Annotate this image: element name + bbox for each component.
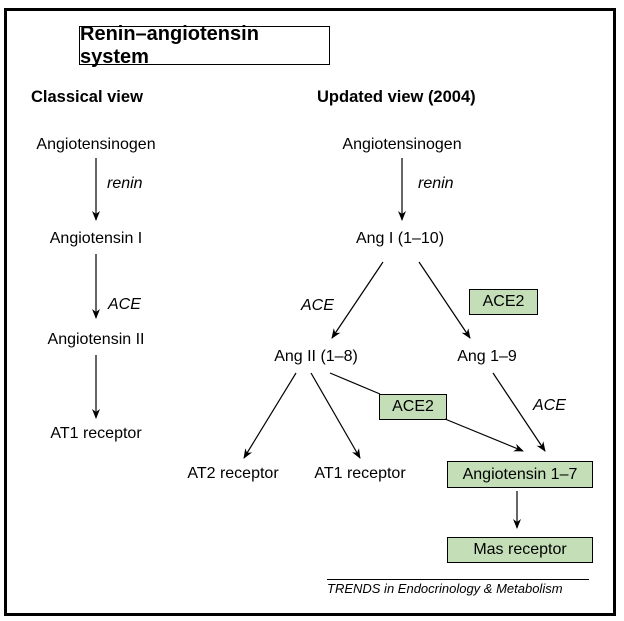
arrow-ang2-to-at1 [310, 372, 361, 459]
arrow-ang19-to-ang17 [492, 372, 546, 452]
line-ang2-to-ace2 [329, 372, 381, 395]
angiotensin-1-7-box: Angiotensin 1–7 [447, 461, 593, 488]
updated-enzyme-ace-right: ACE [533, 397, 566, 414]
updated-ang-ii: Ang II (1–8) [274, 348, 358, 365]
classical-angiotensin-i: Angiotensin I [49, 230, 143, 247]
figure-title: Renin–angiotensin system [79, 23, 330, 68]
updated-at1-receptor: AT1 receptor [314, 465, 406, 482]
source-credit: TRENDS in Endocrinology & Metabolism [327, 581, 563, 596]
updated-ang-1-9: Ang 1–9 [457, 348, 517, 365]
updated-at2-receptor: AT2 receptor [187, 465, 279, 482]
updated-enzyme-ace-left: ACE [301, 297, 334, 314]
classical-at1-receptor: AT1 receptor [50, 425, 142, 442]
updated-angiotensinogen: Angiotensinogen [342, 136, 462, 153]
classical-view-heading: Classical view [31, 88, 143, 106]
arrow-ang1-to-ang2 [331, 261, 384, 339]
arrow-ace2-to-ang17 [444, 418, 524, 452]
ace2-box-middle: ACE2 [379, 394, 447, 420]
updated-view-heading: Updated view (2004) [317, 88, 476, 106]
arrow-ang1-to-ang19 [418, 261, 471, 339]
classical-enzyme-ace: ACE [108, 296, 141, 313]
arrow-ang2-to-at2 [243, 372, 297, 459]
mas-receptor-box: Mas receptor [447, 537, 593, 563]
updated-enzyme-renin: renin [418, 175, 454, 192]
classical-enzyme-renin: renin [107, 175, 143, 192]
classical-angiotensinogen: Angiotensinogen [36, 136, 156, 153]
ace2-box-top: ACE2 [469, 289, 538, 315]
updated-ang-i: Ang I (1–10) [355, 230, 445, 247]
source-rule [327, 579, 589, 580]
figure-frame [4, 8, 616, 616]
classical-angiotensin-ii: Angiotensin II [47, 331, 145, 348]
